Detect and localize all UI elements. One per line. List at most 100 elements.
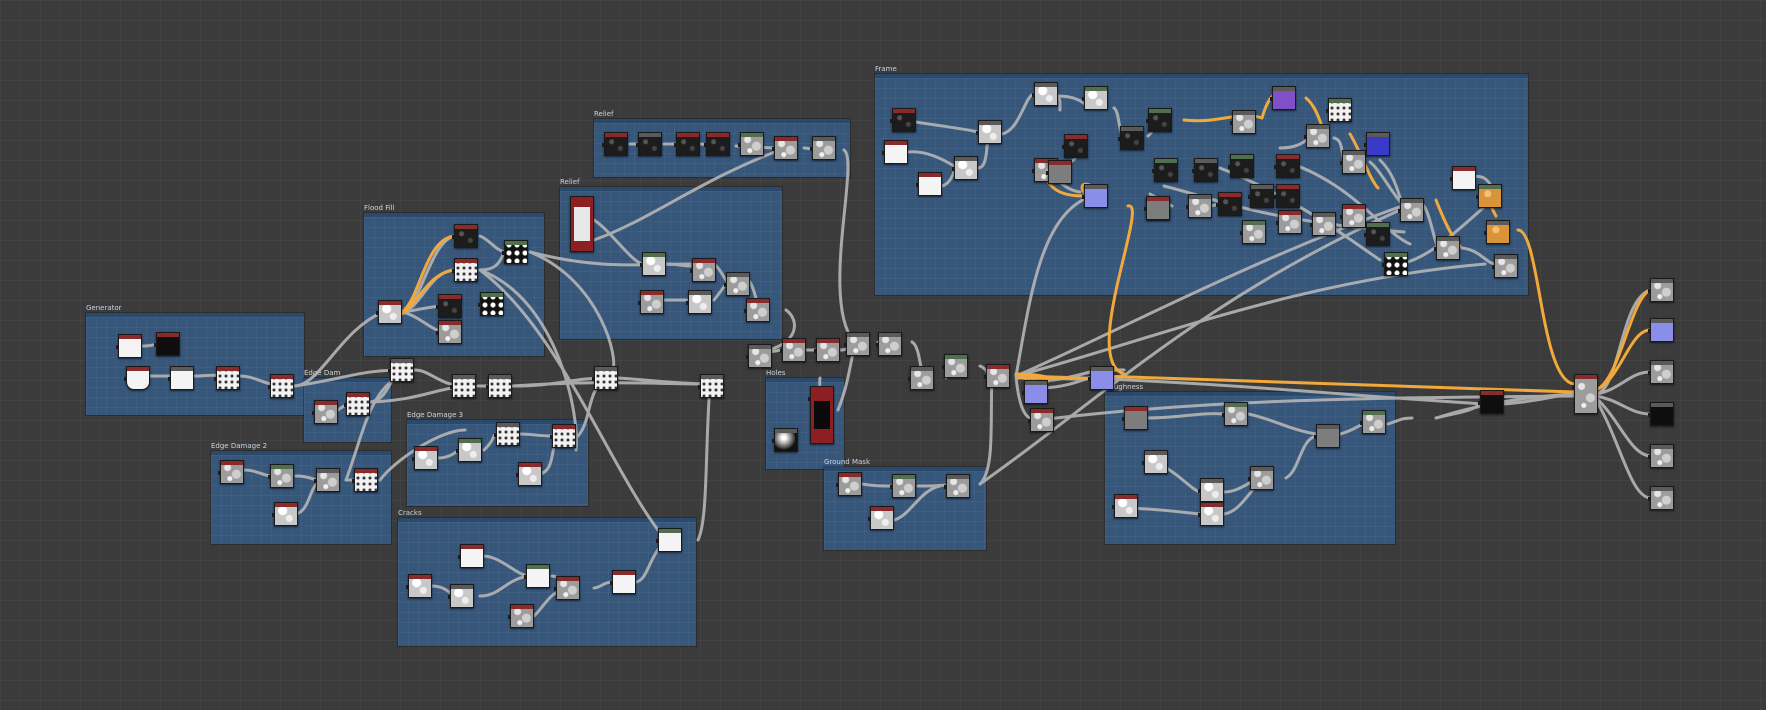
frame-node[interactable] <box>1228 154 1254 178</box>
flood-fill-node[interactable] <box>478 292 504 316</box>
output-ao-node[interactable] <box>1648 486 1674 510</box>
frame-node[interactable] <box>890 108 916 132</box>
frame-node[interactable] <box>1276 210 1302 234</box>
ground-mask-node[interactable] <box>890 474 916 498</box>
flood-fill-node[interactable] <box>502 240 528 264</box>
relief-node[interactable] <box>738 132 764 156</box>
roughness-node[interactable] <box>1222 402 1248 426</box>
frame-node[interactable] <box>1382 252 1408 276</box>
frame-node[interactable] <box>1340 150 1366 174</box>
frame-node[interactable] <box>952 156 978 180</box>
frame-node[interactable] <box>1450 166 1476 190</box>
frame-node[interactable] <box>1364 132 1390 156</box>
blend-node[interactable] <box>942 354 968 378</box>
frame-node[interactable] <box>1192 158 1218 182</box>
filter-node[interactable] <box>656 528 682 552</box>
filter-node[interactable] <box>312 400 338 424</box>
flood-fill-node[interactable] <box>452 224 478 248</box>
relief-node[interactable] <box>640 252 666 276</box>
frame-frame[interactable]: Frame <box>875 65 1528 295</box>
generator-node[interactable] <box>116 334 142 358</box>
blend-node[interactable] <box>814 338 840 362</box>
frame-node[interactable] <box>1274 184 1300 208</box>
output-roughness-node[interactable] <box>1648 360 1674 384</box>
relief-node[interactable] <box>638 290 664 314</box>
filter-node[interactable] <box>554 576 580 600</box>
generator-node[interactable] <box>268 374 294 398</box>
frame-node[interactable] <box>1326 98 1352 122</box>
filter-node[interactable] <box>352 468 378 492</box>
filter-node[interactable] <box>344 392 370 416</box>
frame-node[interactable] <box>1216 192 1242 216</box>
ground-mask-node[interactable] <box>944 474 970 498</box>
roughness-node[interactable] <box>1314 424 1340 448</box>
relief-node[interactable] <box>744 298 770 322</box>
blend-node[interactable] <box>780 338 806 362</box>
filter-node[interactable] <box>448 584 474 608</box>
roughness-node[interactable] <box>1142 450 1168 474</box>
frame-node[interactable] <box>882 140 908 164</box>
output-merge-node[interactable] <box>1572 374 1598 414</box>
filter-node[interactable] <box>458 544 484 568</box>
roughness-node[interactable] <box>1198 502 1224 526</box>
frame-node[interactable] <box>1310 212 1336 236</box>
roughness-node[interactable] <box>1198 478 1224 502</box>
flood-fill-node[interactable] <box>452 258 478 282</box>
roughness-node[interactable] <box>1112 494 1138 518</box>
frame-node[interactable] <box>1340 204 1366 228</box>
flood-fill-node[interactable] <box>436 320 462 344</box>
filter-node[interactable] <box>388 358 414 382</box>
generator-node[interactable] <box>214 366 240 390</box>
filter-node[interactable] <box>450 374 476 398</box>
ground-mask-node[interactable] <box>868 506 894 530</box>
frame-node[interactable] <box>1364 222 1390 246</box>
output-node[interactable] <box>1478 390 1504 414</box>
frame-node[interactable] <box>1274 154 1300 178</box>
frame-node[interactable] <box>1152 158 1178 182</box>
roughness-node[interactable] <box>1360 410 1386 434</box>
frame-node[interactable] <box>1476 184 1502 208</box>
filter-node[interactable] <box>456 438 482 462</box>
filter-node[interactable] <box>698 374 724 398</box>
output-height-node[interactable] <box>1648 444 1674 468</box>
relief-node[interactable] <box>724 272 750 296</box>
frame-node[interactable] <box>1186 194 1212 218</box>
relief-node[interactable] <box>602 132 628 156</box>
filter-node[interactable] <box>218 460 244 484</box>
filter-node[interactable] <box>406 574 432 598</box>
roughness-node[interactable] <box>1022 380 1048 404</box>
output-normal-node[interactable] <box>1648 318 1674 342</box>
frame-node[interactable] <box>1398 198 1424 222</box>
frame-node[interactable] <box>1270 86 1296 110</box>
filter-node[interactable] <box>268 464 294 488</box>
relief-input-node[interactable] <box>570 196 594 252</box>
frame-node[interactable] <box>1144 196 1170 220</box>
frame-node[interactable] <box>1146 108 1172 132</box>
frame-node[interactable] <box>1082 184 1108 208</box>
relief-node[interactable] <box>690 258 716 282</box>
generator-node[interactable] <box>168 366 194 390</box>
frame-node[interactable] <box>1082 86 1108 110</box>
roughness-node[interactable] <box>1122 406 1148 430</box>
frame-node[interactable] <box>1248 184 1274 208</box>
filter-node[interactable] <box>412 446 438 470</box>
ground-mask-node[interactable] <box>836 472 862 496</box>
filter-node[interactable] <box>524 564 550 588</box>
filter-node[interactable] <box>610 570 636 594</box>
relief-node[interactable] <box>674 132 700 156</box>
relief-node[interactable] <box>686 290 712 314</box>
frame-node[interactable] <box>1484 220 1510 244</box>
generator-node[interactable] <box>154 332 180 356</box>
relief-node[interactable] <box>772 136 798 160</box>
roughness-node[interactable] <box>1028 408 1054 432</box>
frame-node[interactable] <box>1230 110 1256 134</box>
frame-node[interactable] <box>976 120 1002 144</box>
filter-node[interactable] <box>550 424 576 448</box>
blend-node[interactable] <box>984 364 1010 388</box>
frame-node[interactable] <box>1492 254 1518 278</box>
frame-node[interactable] <box>1032 82 1058 106</box>
blend-node[interactable] <box>908 366 934 390</box>
relief-node[interactable] <box>636 132 662 156</box>
frame-node[interactable] <box>1434 236 1460 260</box>
